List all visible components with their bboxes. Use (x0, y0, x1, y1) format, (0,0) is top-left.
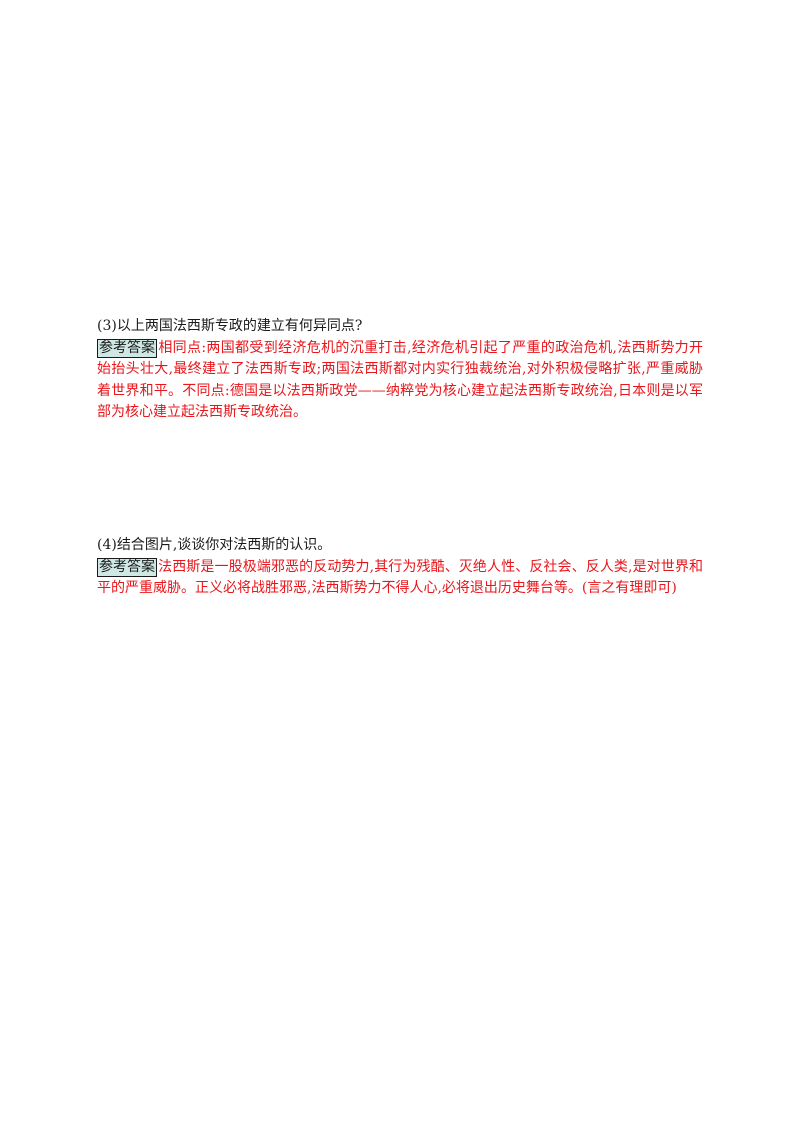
answer-badge: 参考答案 (97, 557, 157, 577)
answer-text: 法西斯是一股极端邪恶的反动势力,其行为残酷、灭绝人性、反社会、反人类,是对世界和… (97, 558, 703, 597)
answer-badge: 参考答案 (97, 338, 157, 358)
answer-paragraph: 参考答案法西斯是一股极端邪恶的反动势力,其行为残酷、灭绝人性、反社会、反人类,是… (97, 557, 703, 600)
question-block-4: (4)结合图片,谈谈你对法西斯的认识。 参考答案法西斯是一股极端邪恶的反动势力,… (97, 535, 703, 600)
answer-text: 相同点:两国都受到经济危机的沉重打击,经济危机引起了严重的政治危机,法西斯势力开… (97, 339, 703, 421)
question-block-3: (3)以上两国法西斯专政的建立有何异同点? 参考答案相同点:两国都受到经济危机的… (97, 316, 703, 424)
question-text: (3)以上两国法西斯专政的建立有何异同点? (97, 318, 363, 334)
answer-paragraph: 参考答案相同点:两国都受到经济危机的沉重打击,经济危机引起了严重的政治危机,法西… (97, 338, 703, 424)
question-text: (4)结合图片,谈谈你对法西斯的认识。 (97, 537, 332, 553)
